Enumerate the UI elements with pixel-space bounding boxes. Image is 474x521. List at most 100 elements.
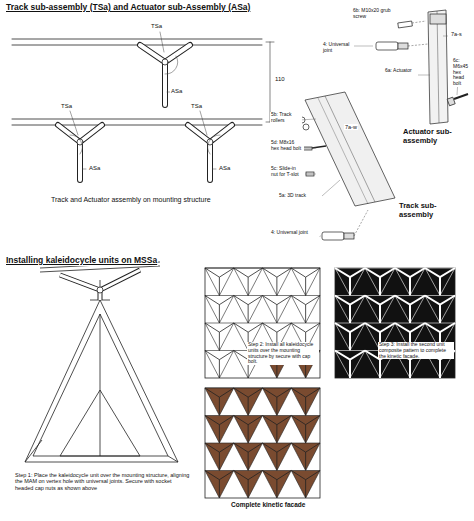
callout-label: 5a: 3D track <box>278 193 320 199</box>
facade-tile <box>365 296 395 324</box>
facade-tile <box>425 296 455 324</box>
dimension: 110 <box>274 76 286 83</box>
facade-tile <box>263 471 292 499</box>
facade-tile <box>234 416 263 444</box>
facade-tile <box>234 268 263 296</box>
facade-tile <box>263 471 292 499</box>
subassembly-title: Track sub-assembly <box>398 202 460 219</box>
facade-tile <box>205 471 234 499</box>
facade-tile <box>263 416 292 444</box>
facade-tile <box>205 268 234 296</box>
facade-tile <box>291 296 320 324</box>
facade-tile <box>205 416 234 444</box>
facade-tile <box>205 388 234 416</box>
facade-tile <box>205 443 234 471</box>
facade-tile <box>291 268 320 296</box>
facade-tile <box>365 268 395 296</box>
facade-tile <box>263 388 292 416</box>
step-note: Step 2: Install all kaleidocycle units o… <box>247 342 319 365</box>
facade-tile <box>365 296 395 324</box>
facade-tile <box>205 323 234 351</box>
part-label: TSa <box>150 23 163 30</box>
facade-tile <box>263 443 292 471</box>
facade-tile <box>335 268 455 378</box>
facade-tile <box>205 471 234 499</box>
facade-tile <box>263 388 292 416</box>
facade-tile <box>263 443 292 471</box>
facade-tile <box>234 388 263 416</box>
facade-tile <box>291 443 320 471</box>
facade-tile <box>291 388 320 416</box>
facade-tile <box>291 471 320 499</box>
callout-label: 7a-w <box>344 124 358 130</box>
section-heading: Track sub-assembly (TSa) and Actuator su… <box>5 3 251 13</box>
facade-tile <box>263 296 292 324</box>
facade-tile <box>205 268 234 296</box>
facade-tile <box>291 443 320 471</box>
facade-tile <box>395 296 425 324</box>
facade-tile <box>205 443 234 471</box>
subassembly-title: Actuator sub-assembly <box>402 128 462 145</box>
facade-tile <box>234 443 263 471</box>
facade-tile <box>234 388 263 416</box>
facade-tile <box>395 296 425 324</box>
facade-tile <box>234 416 263 444</box>
facade-tile <box>205 388 234 416</box>
facade-tile <box>205 351 234 379</box>
step-note: Step 3: Install the second unit composit… <box>378 342 454 359</box>
facade-tile <box>395 268 425 296</box>
track-exploded <box>299 92 395 240</box>
facade-tile <box>263 268 292 296</box>
mounting-structure <box>25 262 178 462</box>
facade-tile <box>234 471 263 499</box>
facade-tile <box>291 416 320 444</box>
facade-tile <box>205 416 234 444</box>
facade-tile <box>291 388 320 416</box>
facade-tile <box>234 296 263 324</box>
facade-tile <box>335 323 365 351</box>
callout-label: 7a-s <box>450 31 463 37</box>
facade-tile <box>335 351 365 379</box>
track-assembly <box>12 32 274 180</box>
callout-label: 5c: Slide-in nut for T-slot <box>270 166 304 178</box>
facade-tile <box>263 296 292 324</box>
facade-tile <box>205 296 234 324</box>
facade-tile <box>335 296 365 324</box>
facade-tile <box>263 268 292 296</box>
facade-tile <box>335 268 365 296</box>
facade-tile <box>291 268 320 296</box>
facade-tile <box>395 268 425 296</box>
part-label: ASa <box>88 165 101 172</box>
callout-label: 4: Universal joint <box>270 230 320 236</box>
facade-tile <box>205 268 320 378</box>
facade-tile <box>263 416 292 444</box>
facade-tile <box>365 268 395 296</box>
facade-panels <box>205 268 455 498</box>
facade-tile <box>425 268 455 296</box>
callout-label: 5b: Track rollers <box>270 112 302 124</box>
callout-label: 6c: M6x45 hex head bolt <box>452 58 474 87</box>
actuator-exploded <box>353 10 468 124</box>
facade-tile <box>291 416 320 444</box>
callout-label: 6b: M10x20 grub screw <box>352 8 398 20</box>
facade-tile <box>335 268 365 296</box>
facade-tile <box>205 323 234 351</box>
facade-tile <box>335 296 365 324</box>
step-note: Step 1: Place the kaleidocycle unit over… <box>14 472 192 491</box>
facade-tile <box>425 268 455 296</box>
facade-tile <box>205 296 234 324</box>
facade-tile <box>234 443 263 471</box>
facade-tile <box>335 323 365 351</box>
section-heading: Installing kaleidocycle units on MSSa <box>5 256 158 266</box>
part-label: ASa <box>218 165 231 172</box>
facade-tile <box>205 388 320 498</box>
callout-label: 6a: Actuator <box>384 68 420 74</box>
facade-tile <box>234 296 263 324</box>
figure-caption: Track and Actuator assembly on mounting … <box>50 196 212 204</box>
callout-label: 5d: M8x16 hex head bolt <box>270 140 304 152</box>
part-label: TSa <box>60 103 73 110</box>
part-label: ASa <box>170 88 183 95</box>
callout-label: 4: Universal joint <box>322 42 354 54</box>
facade-tile <box>335 351 365 379</box>
facade-tile <box>234 471 263 499</box>
